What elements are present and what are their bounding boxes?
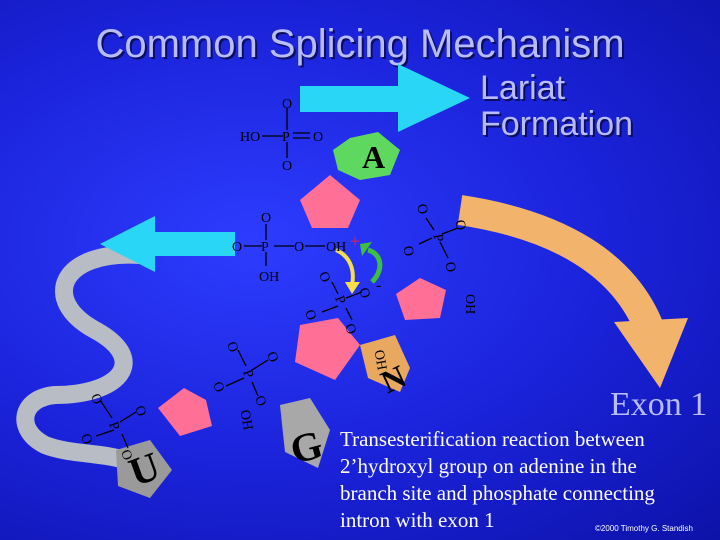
atom-o: O (282, 97, 292, 112)
left-sugar-oh: OH (237, 409, 255, 432)
atom-p: P (429, 233, 445, 243)
guanine-base: G (280, 398, 330, 473)
atom-o: O (209, 380, 227, 395)
exon-1-label: Exon 1 (610, 386, 708, 423)
right-ribose (396, 278, 446, 320)
atom-o: O (223, 340, 241, 355)
atom-labels: O HO P O O O O P O OH OH + O P O O O OH … (77, 97, 477, 462)
atom-o: O (77, 432, 95, 447)
intron-strand (16, 245, 149, 471)
caption-line: 2’hydroxyl group on adenine in the (340, 454, 637, 478)
atom-o: O (355, 286, 373, 301)
lariat-formation-label: Lariat Formation (480, 70, 660, 142)
right-sugar-oh: OH (462, 294, 477, 314)
atom-ho: HO (240, 130, 260, 145)
atom-o: O (313, 130, 323, 145)
atom-o: O (261, 211, 271, 226)
atom-p: P (261, 240, 269, 255)
atom-o: O (341, 322, 359, 337)
atom-p: P (239, 368, 256, 381)
atom-o: O (251, 394, 269, 409)
atom-o: O (87, 392, 105, 407)
yellow-electron-arrow (335, 248, 355, 286)
atom-o: O (131, 404, 149, 419)
atom-o: O (232, 240, 242, 255)
adenine-letter: A (362, 139, 385, 175)
adenine-oh: OH (326, 240, 346, 255)
atom-o: O (315, 270, 333, 285)
n-ribose (295, 318, 360, 380)
lariat-label-line: Lariat (480, 69, 566, 107)
atom-p: P (282, 130, 290, 145)
atom-o: O (441, 261, 458, 274)
atom-o: O (451, 219, 468, 232)
atom-o: O (117, 448, 135, 463)
atom-o: O (399, 245, 416, 258)
lariat-label-line: Formation (480, 105, 634, 143)
n-sugar-oh: OH (371, 349, 389, 372)
plus-charge: + (350, 231, 360, 251)
atom-o: O (282, 159, 292, 174)
green-electron-arrow (367, 247, 383, 284)
adenine-base: A (333, 132, 400, 180)
lariat-arrow (300, 64, 470, 132)
atom-o: O (294, 240, 304, 255)
bond-lines (95, 108, 459, 449)
copyright-credit: ©2000 Timothy G. Standish (595, 524, 693, 533)
caption: Transesterification reaction between 2’h… (340, 426, 710, 534)
atom-p: P (331, 294, 348, 307)
uracil-base: U (116, 440, 172, 498)
atom-o: O (263, 350, 281, 365)
exon-arrow (457, 195, 688, 388)
atom-o: O (413, 203, 430, 216)
atom-o: O (301, 308, 319, 323)
minus-charge: - (376, 277, 381, 294)
atom-oh: OH (259, 270, 279, 285)
caption-line: Transesterification reaction between (340, 427, 645, 451)
adenine-ribose (300, 175, 360, 228)
slide-title: Common Splicing Mechanism (95, 22, 625, 66)
caption-line: branch site and phosphate connecting (340, 481, 655, 505)
left-ribose (158, 388, 212, 436)
caption-line: intron with exon 1 (340, 508, 495, 532)
left-release-arrow (100, 216, 235, 272)
